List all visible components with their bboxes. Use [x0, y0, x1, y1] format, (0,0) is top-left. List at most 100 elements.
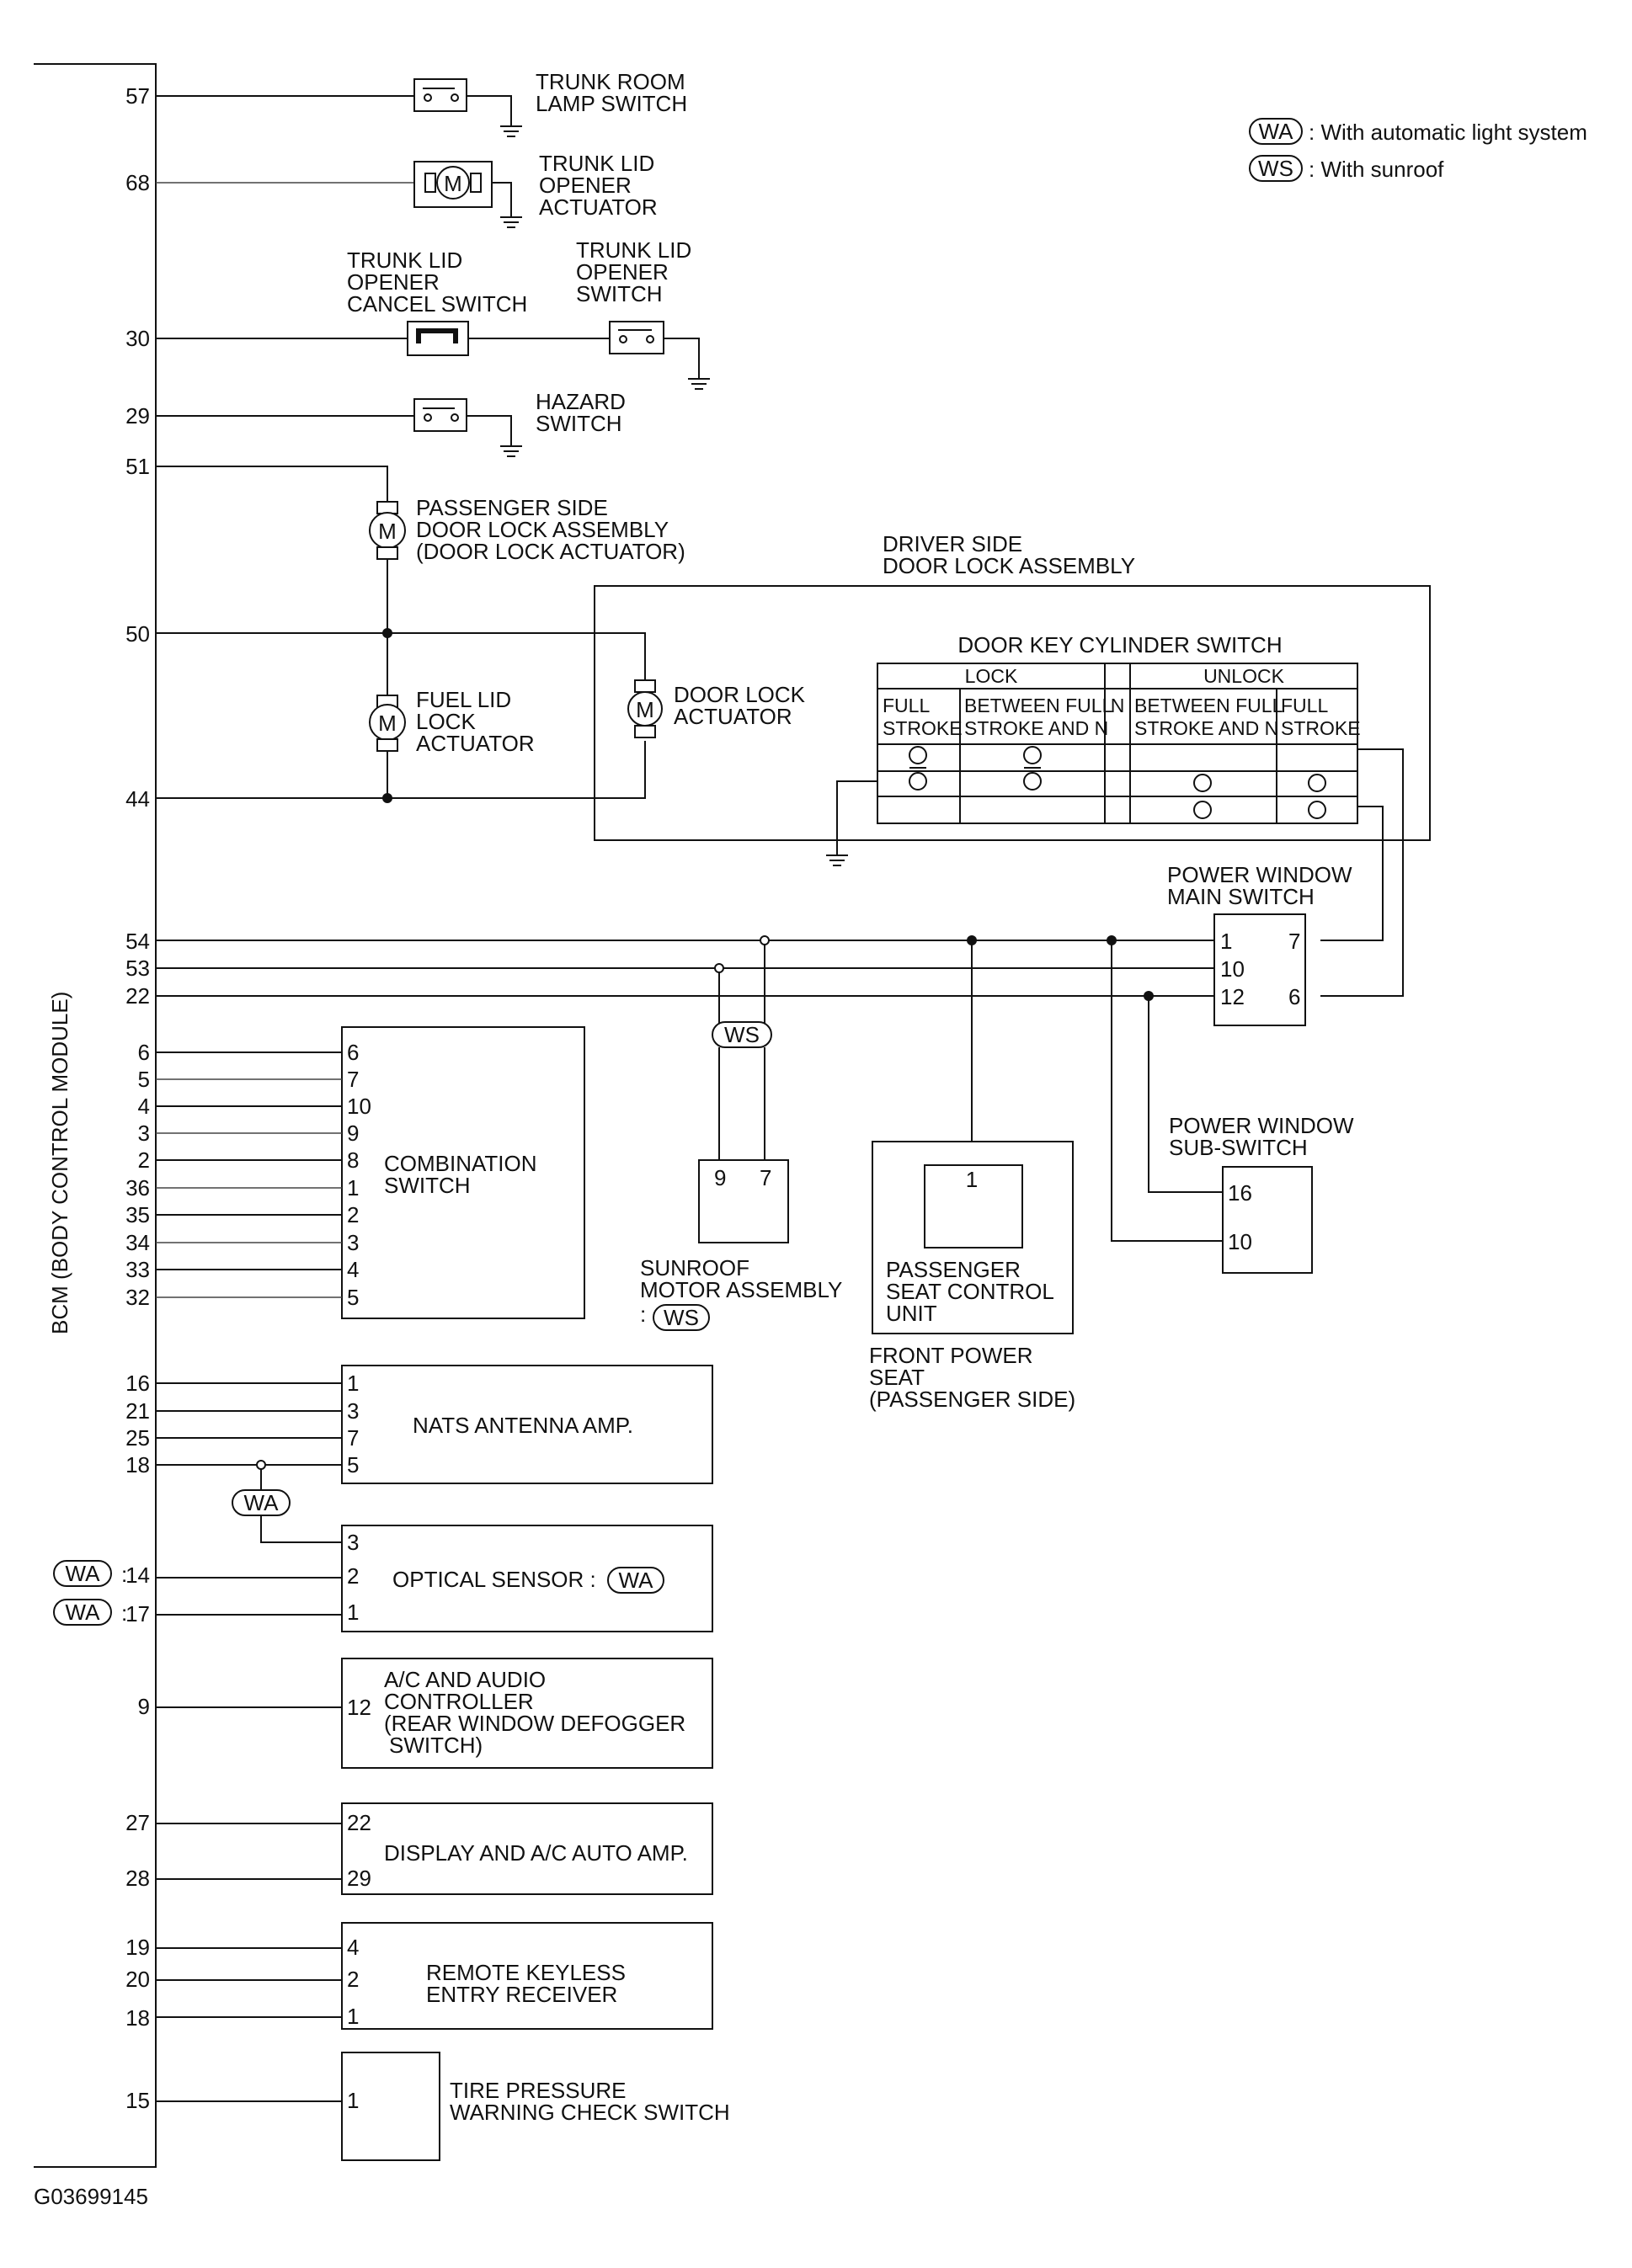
hazard-switch: 29 HAZARD SWITCH — [125, 389, 626, 457]
legend-text-wa: : With automatic light system — [1309, 120, 1587, 145]
junction-dot — [382, 628, 392, 638]
svg-text:SWITCH: SWITCH — [384, 1173, 471, 1198]
ws-tag: WS — [724, 1022, 760, 1047]
svg-text:1: 1 — [347, 2004, 359, 2029]
svg-text::: : — [121, 1600, 127, 1626]
svg-text:SWITCH: SWITCH — [536, 411, 622, 436]
svg-text:7: 7 — [760, 1165, 771, 1190]
svg-text:10: 10 — [1220, 956, 1245, 982]
svg-text:54: 54 — [125, 929, 150, 954]
trunk-lid-opener-cancel-switch: 30 TRUNK LID OPENER CANCEL SWITCH — [125, 248, 610, 356]
svg-text:MOTOR ASSEMBLY: MOTOR ASSEMBLY — [640, 1277, 842, 1302]
svg-text:DOOR LOCK ASSEMBLY: DOOR LOCK ASSEMBLY — [883, 553, 1135, 578]
svg-text:A/C AND AUDIO: A/C AND AUDIO — [384, 1667, 546, 1692]
svg-text:18: 18 — [125, 2005, 150, 2031]
svg-text:50: 50 — [125, 621, 150, 647]
svg-text:STROKE AND N: STROKE AND N — [964, 717, 1108, 739]
svg-text:DRIVER SIDE: DRIVER SIDE — [883, 531, 1022, 556]
svg-text:9: 9 — [714, 1165, 726, 1190]
bcm-pin: 2 — [138, 1147, 150, 1173]
display-ac-auto-amp: 27 28 22 29 DISPLAY AND A/C AUTO AMP. — [125, 1802, 713, 1895]
svg-text:BETWEEN FULL: BETWEEN FULL — [964, 695, 1113, 716]
svg-text:7: 7 — [1288, 929, 1300, 954]
svg-text:FULL: FULL — [883, 695, 930, 716]
svg-text:FULL: FULL — [1281, 695, 1328, 716]
svg-text:6: 6 — [1288, 984, 1300, 1009]
connector-pin: 4 — [347, 1257, 359, 1282]
bcm-pin: 6 — [138, 1040, 150, 1065]
svg-text:17: 17 — [125, 1601, 150, 1626]
connector-pin: 7 — [347, 1425, 359, 1451]
svg-text:9: 9 — [138, 1694, 150, 1719]
motor-icon: M — [413, 161, 493, 208]
tire-pressure-warning-check-switch: 15 1 TIRE PRESSURE WARNING CHECK SWITCH — [125, 2052, 730, 2161]
connector-pin: 7 — [347, 1067, 359, 1092]
svg-text:POWER WINDOW: POWER WINDOW — [1169, 1113, 1354, 1138]
connector-pin: 2 — [347, 1202, 359, 1227]
svg-text:ACTUATOR: ACTUATOR — [416, 731, 535, 756]
svg-text:1: 1 — [347, 2088, 359, 2113]
svg-text:53: 53 — [125, 956, 150, 981]
connector-pin: 5 — [347, 1285, 359, 1310]
legend-tag-ws: WS — [1258, 156, 1293, 181]
svg-text:OPENER: OPENER — [539, 173, 632, 198]
junction-open — [760, 935, 770, 945]
svg-text:27: 27 — [125, 1810, 150, 1835]
legend-text-ws: : With sunroof — [1309, 157, 1444, 182]
svg-text:LOCK: LOCK — [416, 709, 476, 734]
svg-text:TRUNK LID: TRUNK LID — [576, 237, 691, 263]
svg-text:16: 16 — [1228, 1180, 1252, 1206]
svg-text:REMOTE KEYLESS: REMOTE KEYLESS — [426, 1960, 626, 1985]
front-power-seat: 1 PASSENGER SEAT CONTROL UNIT FRONT POWE… — [869, 940, 1075, 1412]
connector-pin: 1 — [347, 1371, 359, 1396]
svg-text:HAZARD: HAZARD — [536, 389, 626, 414]
connector-pin: 3 — [347, 1230, 359, 1255]
svg-text:DOOR KEY CYLINDER SWITCH: DOOR KEY CYLINDER SWITCH — [957, 632, 1282, 658]
svg-text:15: 15 — [125, 2088, 150, 2113]
svg-text::: : — [121, 1562, 127, 1587]
bcm-pin: 3 — [138, 1121, 150, 1146]
connector-pin: 9 — [347, 1121, 359, 1146]
svg-text:(PASSENGER SIDE): (PASSENGER SIDE) — [869, 1387, 1075, 1412]
svg-text:CANCEL SWITCH: CANCEL SWITCH — [347, 291, 527, 317]
svg-text:POWER WINDOW: POWER WINDOW — [1167, 862, 1352, 887]
svg-text:TRUNK LID: TRUNK LID — [539, 151, 654, 176]
power-window-sub-switch: POWER WINDOW SUB-SWITCH 16 10 — [1111, 940, 1354, 1274]
svg-text:22: 22 — [125, 983, 150, 1009]
svg-text:OPENER: OPENER — [347, 269, 440, 295]
svg-text:12: 12 — [347, 1695, 371, 1720]
svg-text:ENTRY RECEIVER: ENTRY RECEIVER — [426, 1982, 617, 2007]
svg-text:1: 1 — [1220, 929, 1232, 954]
bcm-pin: 34 — [125, 1230, 150, 1255]
bcm-pin: 5 — [138, 1067, 150, 1092]
trunk-room-lamp-switch: 57 TRUNK ROOM LAMP SWITCH — [125, 69, 687, 137]
bcm-pin: 18 — [125, 1452, 150, 1477]
svg-text:UNIT: UNIT — [886, 1301, 937, 1326]
svg-text:SWITCH): SWITCH) — [389, 1733, 483, 1758]
bcm-pin: 32 — [125, 1285, 150, 1310]
switch-icon — [413, 398, 467, 432]
svg-text:29: 29 — [125, 403, 150, 429]
wa-tag: WA — [244, 1490, 280, 1515]
svg-text:30: 30 — [125, 326, 150, 351]
svg-text:44: 44 — [125, 786, 150, 812]
svg-text:NATS ANTENNA AMP.: NATS ANTENNA AMP. — [413, 1413, 633, 1438]
svg-text:DOOR LOCK ASSEMBLY: DOOR LOCK ASSEMBLY — [416, 517, 669, 542]
svg-text:PASSENGER: PASSENGER — [886, 1257, 1021, 1282]
power-window-main-switch: POWER WINDOW MAIN SWITCH 54 53 22 1 10 1… — [125, 862, 1352, 1026]
svg-text:20: 20 — [125, 1967, 150, 1992]
trunk-lid-opener-switch: TRUNK LID OPENER SWITCH — [576, 237, 710, 390]
svg-text:2: 2 — [347, 1967, 359, 1992]
svg-text:M: M — [378, 711, 397, 736]
svg-text:WA: WA — [66, 1600, 101, 1625]
legend: WA : With automatic light system WS : Wi… — [1249, 118, 1587, 182]
fuel-lid-lock-actuator: 50 44 M FUEL LID LOCK ACTUATOR — [125, 621, 646, 812]
optical-sensor: WA 3 2 1 OPTICAL SENSOR : WA WA 14 : WA … — [53, 1460, 713, 1632]
svg-text:12: 12 — [1220, 984, 1245, 1009]
svg-text:TRUNK ROOM: TRUNK ROOM — [536, 69, 685, 94]
connector-pin: 5 — [347, 1452, 359, 1477]
svg-text:TRUNK LID: TRUNK LID — [347, 248, 462, 273]
connector-pin: 8 — [347, 1147, 359, 1173]
